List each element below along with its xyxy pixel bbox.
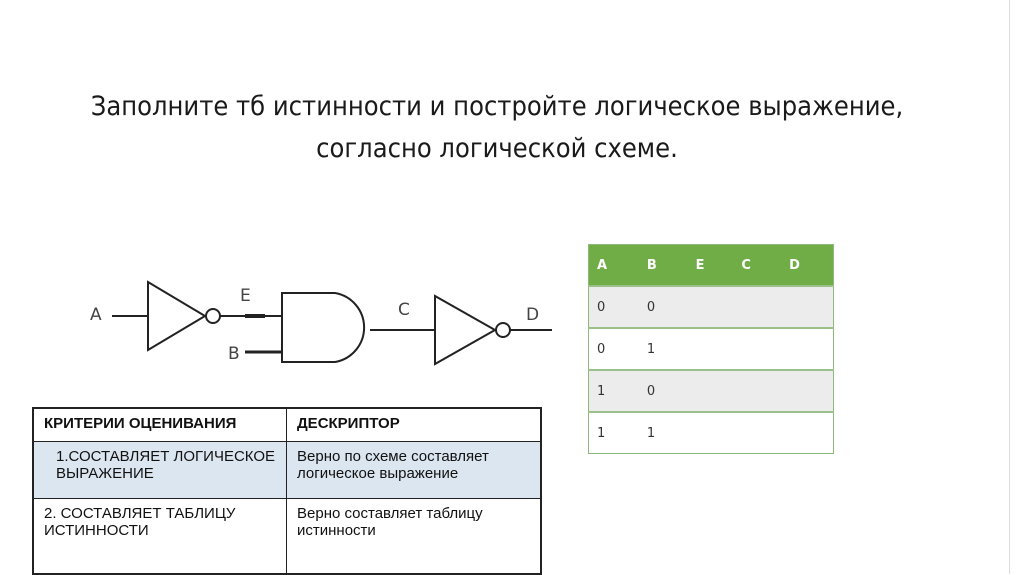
cell[interactable] <box>781 285 834 328</box>
title-line-2: согласно логической схеме. <box>316 133 678 164</box>
criteria-table: КРИТЕРИИ ОЦЕНИВАНИЯ ДЕСКРИПТОР 1.СОСТАВЛ… <box>32 407 542 575</box>
cell[interactable]: 0 <box>638 369 688 412</box>
cell[interactable]: 1 <box>638 327 688 370</box>
cell[interactable] <box>687 327 734 370</box>
header-a: A <box>588 244 639 286</box>
header-c: C <box>733 244 782 286</box>
table-row: 2. СОСТАВЛЯЕТ ТАБЛИЦУ ИСТИННОСТИ Верно с… <box>32 498 542 575</box>
cell[interactable] <box>733 369 782 412</box>
not-gate-1 <box>147 280 207 352</box>
header-d: D <box>781 244 834 286</box>
not-bubble-1 <box>205 308 221 324</box>
cell[interactable] <box>733 327 782 370</box>
and-gate <box>281 292 366 363</box>
logic-circuit <box>112 280 552 366</box>
descriptor: Верно по схеме составляет логическое выр… <box>286 441 542 499</box>
label-b: B <box>228 344 240 364</box>
criterion: 2. СОСТАВЛЯЕТ ТАБЛИЦУ ИСТИННОСТИ <box>32 498 287 575</box>
not-gate-2 <box>434 294 498 366</box>
header-b: B <box>638 244 688 286</box>
cell[interactable]: 0 <box>588 327 639 370</box>
cell[interactable]: 1 <box>638 411 688 454</box>
slide-title: Заполните тб истинности и постройте логи… <box>86 86 909 170</box>
cell[interactable] <box>687 369 734 412</box>
cell[interactable] <box>687 285 734 328</box>
descriptor: Верно составляет таблицу истинности <box>286 498 542 575</box>
title-line-1: Заполните тб истинности и постройте логи… <box>90 91 904 122</box>
criterion: 1.СОСТАВЛЯЕТ ЛОГИЧЕСКОЕ ВЫРАЖЕНИЕ <box>32 441 287 499</box>
slide-edge <box>1009 0 1010 574</box>
not-bubble-2 <box>495 322 511 338</box>
label-c: C <box>398 300 410 320</box>
cell[interactable] <box>733 411 782 454</box>
cell[interactable] <box>781 411 834 454</box>
cell[interactable] <box>687 411 734 454</box>
cell[interactable]: 0 <box>588 285 639 328</box>
cell[interactable]: 1 <box>588 411 639 454</box>
cell[interactable]: 0 <box>638 285 688 328</box>
cell[interactable] <box>733 285 782 328</box>
header-e: E <box>687 244 734 286</box>
label-d: D <box>526 305 540 325</box>
header-criteria: КРИТЕРИИ ОЦЕНИВАНИЯ <box>32 407 287 442</box>
table-row: 1.СОСТАВЛЯЕТ ЛОГИЧЕСКОЕ ВЫРАЖЕНИЕ Верно … <box>32 441 542 499</box>
header-descriptor: ДЕСКРИПТОР <box>286 407 542 442</box>
label-a: A <box>90 305 102 325</box>
label-e: E <box>240 286 251 306</box>
criteria-header: КРИТЕРИИ ОЦЕНИВАНИЯ ДЕСКРИПТОР <box>32 407 542 442</box>
cell[interactable]: 1 <box>588 369 639 412</box>
cell[interactable] <box>781 327 834 370</box>
cell[interactable] <box>781 369 834 412</box>
truth-table-header: A B E C D <box>588 244 834 286</box>
